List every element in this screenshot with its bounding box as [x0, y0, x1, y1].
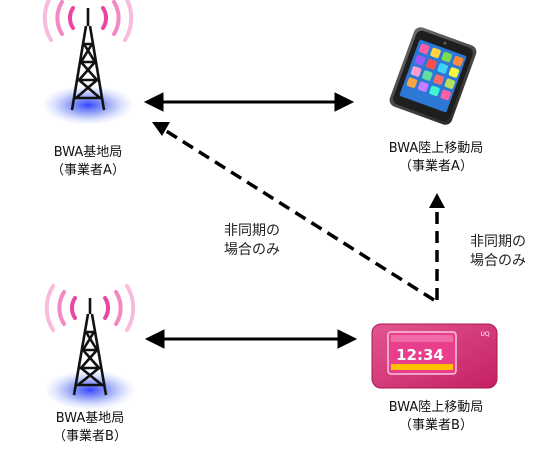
interference-diagonal-dashed-arrow — [152, 122, 435, 302]
base-station-a-name: BWA基地局 — [53, 145, 123, 160]
mobile-station-b-operator: （事業者B） — [399, 418, 473, 433]
mobile-router-icon: 12:34 UQ — [371, 323, 498, 389]
tower-b-icon — [44, 284, 136, 410]
note-dashed-vertical: 非同期の 場合のみ — [470, 233, 526, 271]
router-time: 12:34 — [396, 346, 444, 364]
label-mobile-station-a: BWA陸上移動局 （事業者A） — [356, 140, 516, 176]
router-brand: UQ — [480, 331, 489, 338]
mobile-station-b-name: BWA陸上移動局 — [388, 400, 484, 415]
smartphone-icon — [389, 27, 477, 125]
link-a-solid-arrow — [143, 92, 355, 112]
tower-a-icon — [42, 0, 134, 125]
mobile-station-a-name: BWA陸上移動局 — [388, 141, 484, 156]
link-b-solid-arrow — [144, 329, 358, 349]
interference-vertical-dashed-arrow — [429, 193, 445, 300]
note-dashed-diagonal-line1: 非同期の — [224, 223, 280, 239]
note-dashed-diagonal: 非同期の 場合のみ — [224, 222, 280, 260]
note-dashed-vertical-line2: 場合のみ — [470, 253, 526, 269]
base-station-a-operator: （事業者A） — [51, 163, 125, 178]
note-dashed-vertical-line1: 非同期の — [470, 234, 526, 250]
note-dashed-diagonal-line2: 場合のみ — [224, 242, 280, 258]
base-station-b-operator: （事業者B） — [53, 429, 127, 444]
label-mobile-station-b: BWA陸上移動局 （事業者B） — [356, 399, 516, 435]
label-base-station-a: BWA基地局 （事業者A） — [28, 144, 148, 180]
mobile-station-a-operator: （事業者A） — [399, 159, 473, 174]
label-base-station-b: BWA基地局 （事業者B） — [30, 410, 150, 446]
base-station-b-name: BWA基地局 — [55, 411, 125, 426]
